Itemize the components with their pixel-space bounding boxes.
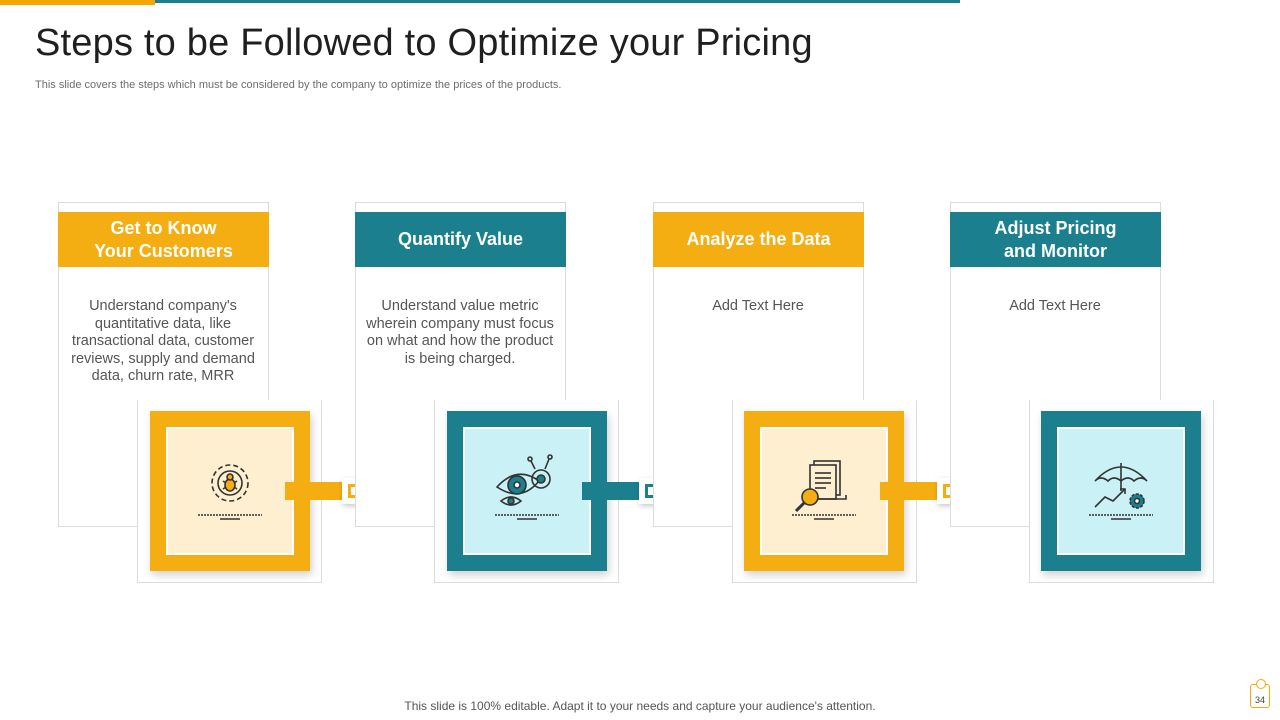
step-connector [285, 482, 343, 500]
top-accent-bar [0, 0, 960, 3]
top-accent-highlight [0, 0, 155, 5]
step-description: Understand company's quantitative data, … [71, 298, 255, 384]
step-header: Adjust Pricing and Monitor [950, 212, 1161, 267]
icon-panel [1057, 427, 1185, 555]
icon-panel [166, 427, 294, 555]
icon-panel [760, 427, 888, 555]
step-description: Add Text Here [1009, 298, 1101, 314]
umbrella-growth-icon [1089, 463, 1153, 520]
slide-footer: This slide is 100% editable. Adapt it to… [404, 699, 876, 713]
page-number: 34 [1254, 695, 1265, 705]
icon-panel [463, 427, 591, 555]
icon-frame [150, 411, 310, 571]
eye-analytics-icon [495, 454, 559, 520]
page-number-badge: 34 [1250, 679, 1270, 708]
document-search-icon [792, 460, 856, 520]
step-header: Get to Know Your Customers [58, 212, 269, 267]
step-description: Understand value metric wherein company … [366, 298, 554, 367]
step-title: Analyze the Data [686, 229, 831, 249]
step-description: Add Text Here [712, 298, 804, 314]
icon-frame [744, 411, 904, 571]
step-connector [880, 482, 938, 500]
slide-title: Steps to be Followed to Optimize your Pr… [35, 22, 813, 64]
step-title: Quantify Value [397, 229, 524, 249]
step-title: Adjust Pricing and Monitor [994, 217, 1117, 261]
icon-frame [1041, 411, 1201, 571]
step-header: Quantify Value [355, 212, 566, 267]
slide-subtitle: This slide covers the steps which must b… [35, 79, 562, 91]
step-title: Get to Know Your Customers [94, 217, 233, 261]
gear-bug-icon [198, 464, 262, 520]
step-connector [582, 482, 640, 500]
icon-frame [447, 411, 607, 571]
step-header: Analyze the Data [653, 212, 864, 267]
